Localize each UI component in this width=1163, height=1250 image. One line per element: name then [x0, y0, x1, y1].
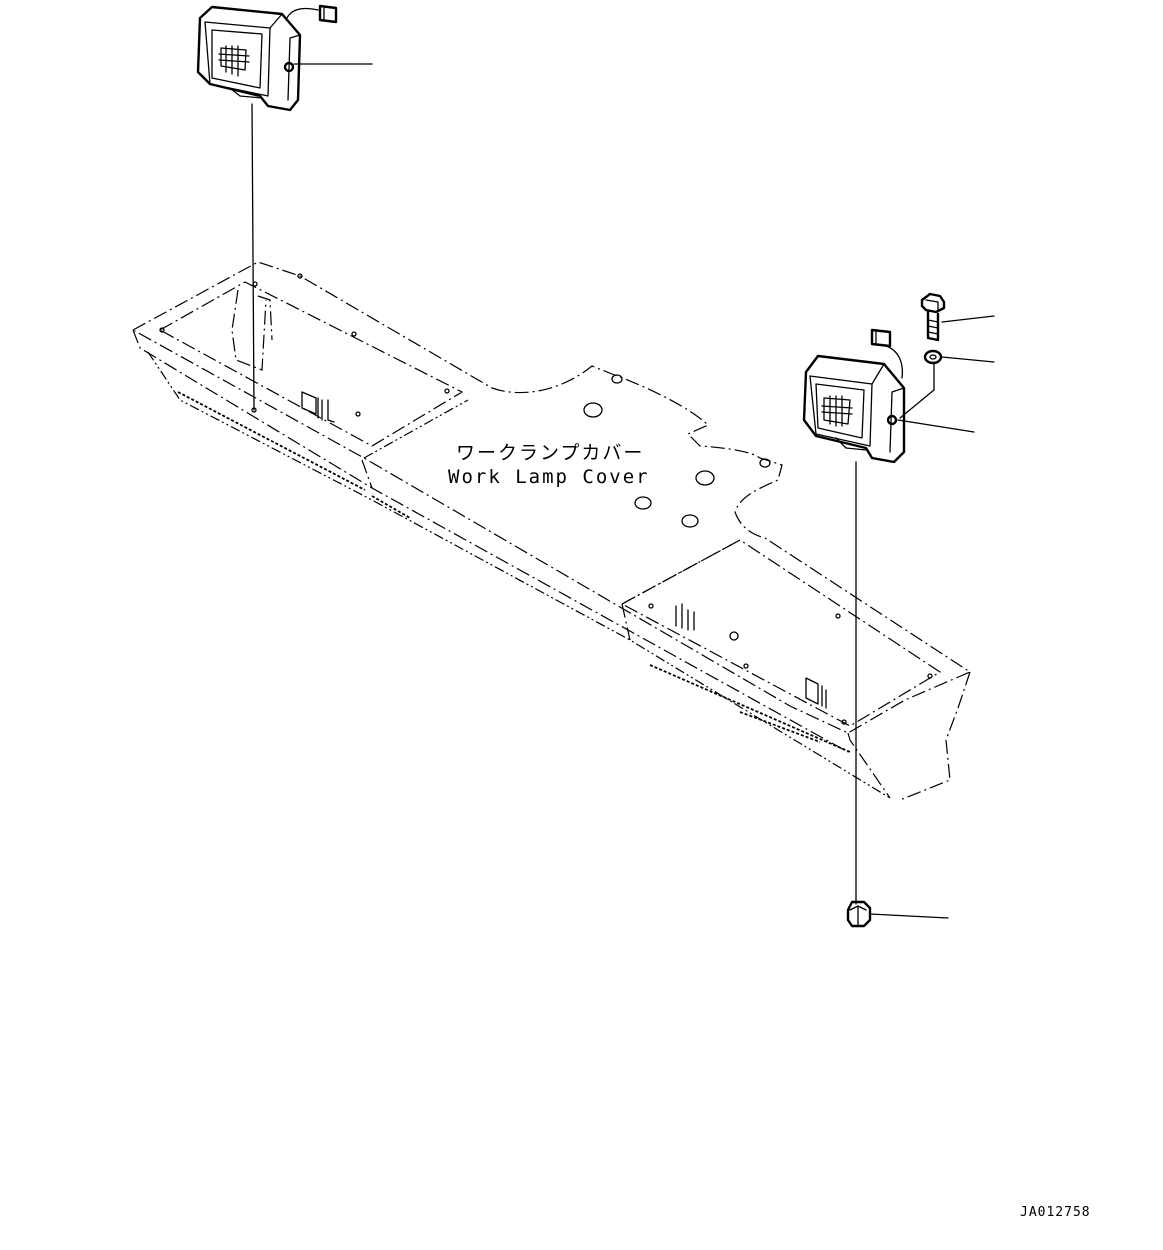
nut: [846, 900, 949, 928]
cover-hole: [583, 374, 771, 641]
part-label-en: Work Lamp Cover: [446, 466, 652, 488]
bolt: [920, 292, 995, 342]
washer: [923, 349, 995, 365]
mounting-hole: [159, 273, 933, 725]
work-lamp-cover: [131, 261, 972, 801]
drawing-number: JA012758: [1020, 1205, 1091, 1220]
part-label-jp: ワークランプカバー: [454, 438, 647, 465]
right-work-lamp: [802, 328, 975, 905]
left-work-lamp: [196, 4, 373, 411]
